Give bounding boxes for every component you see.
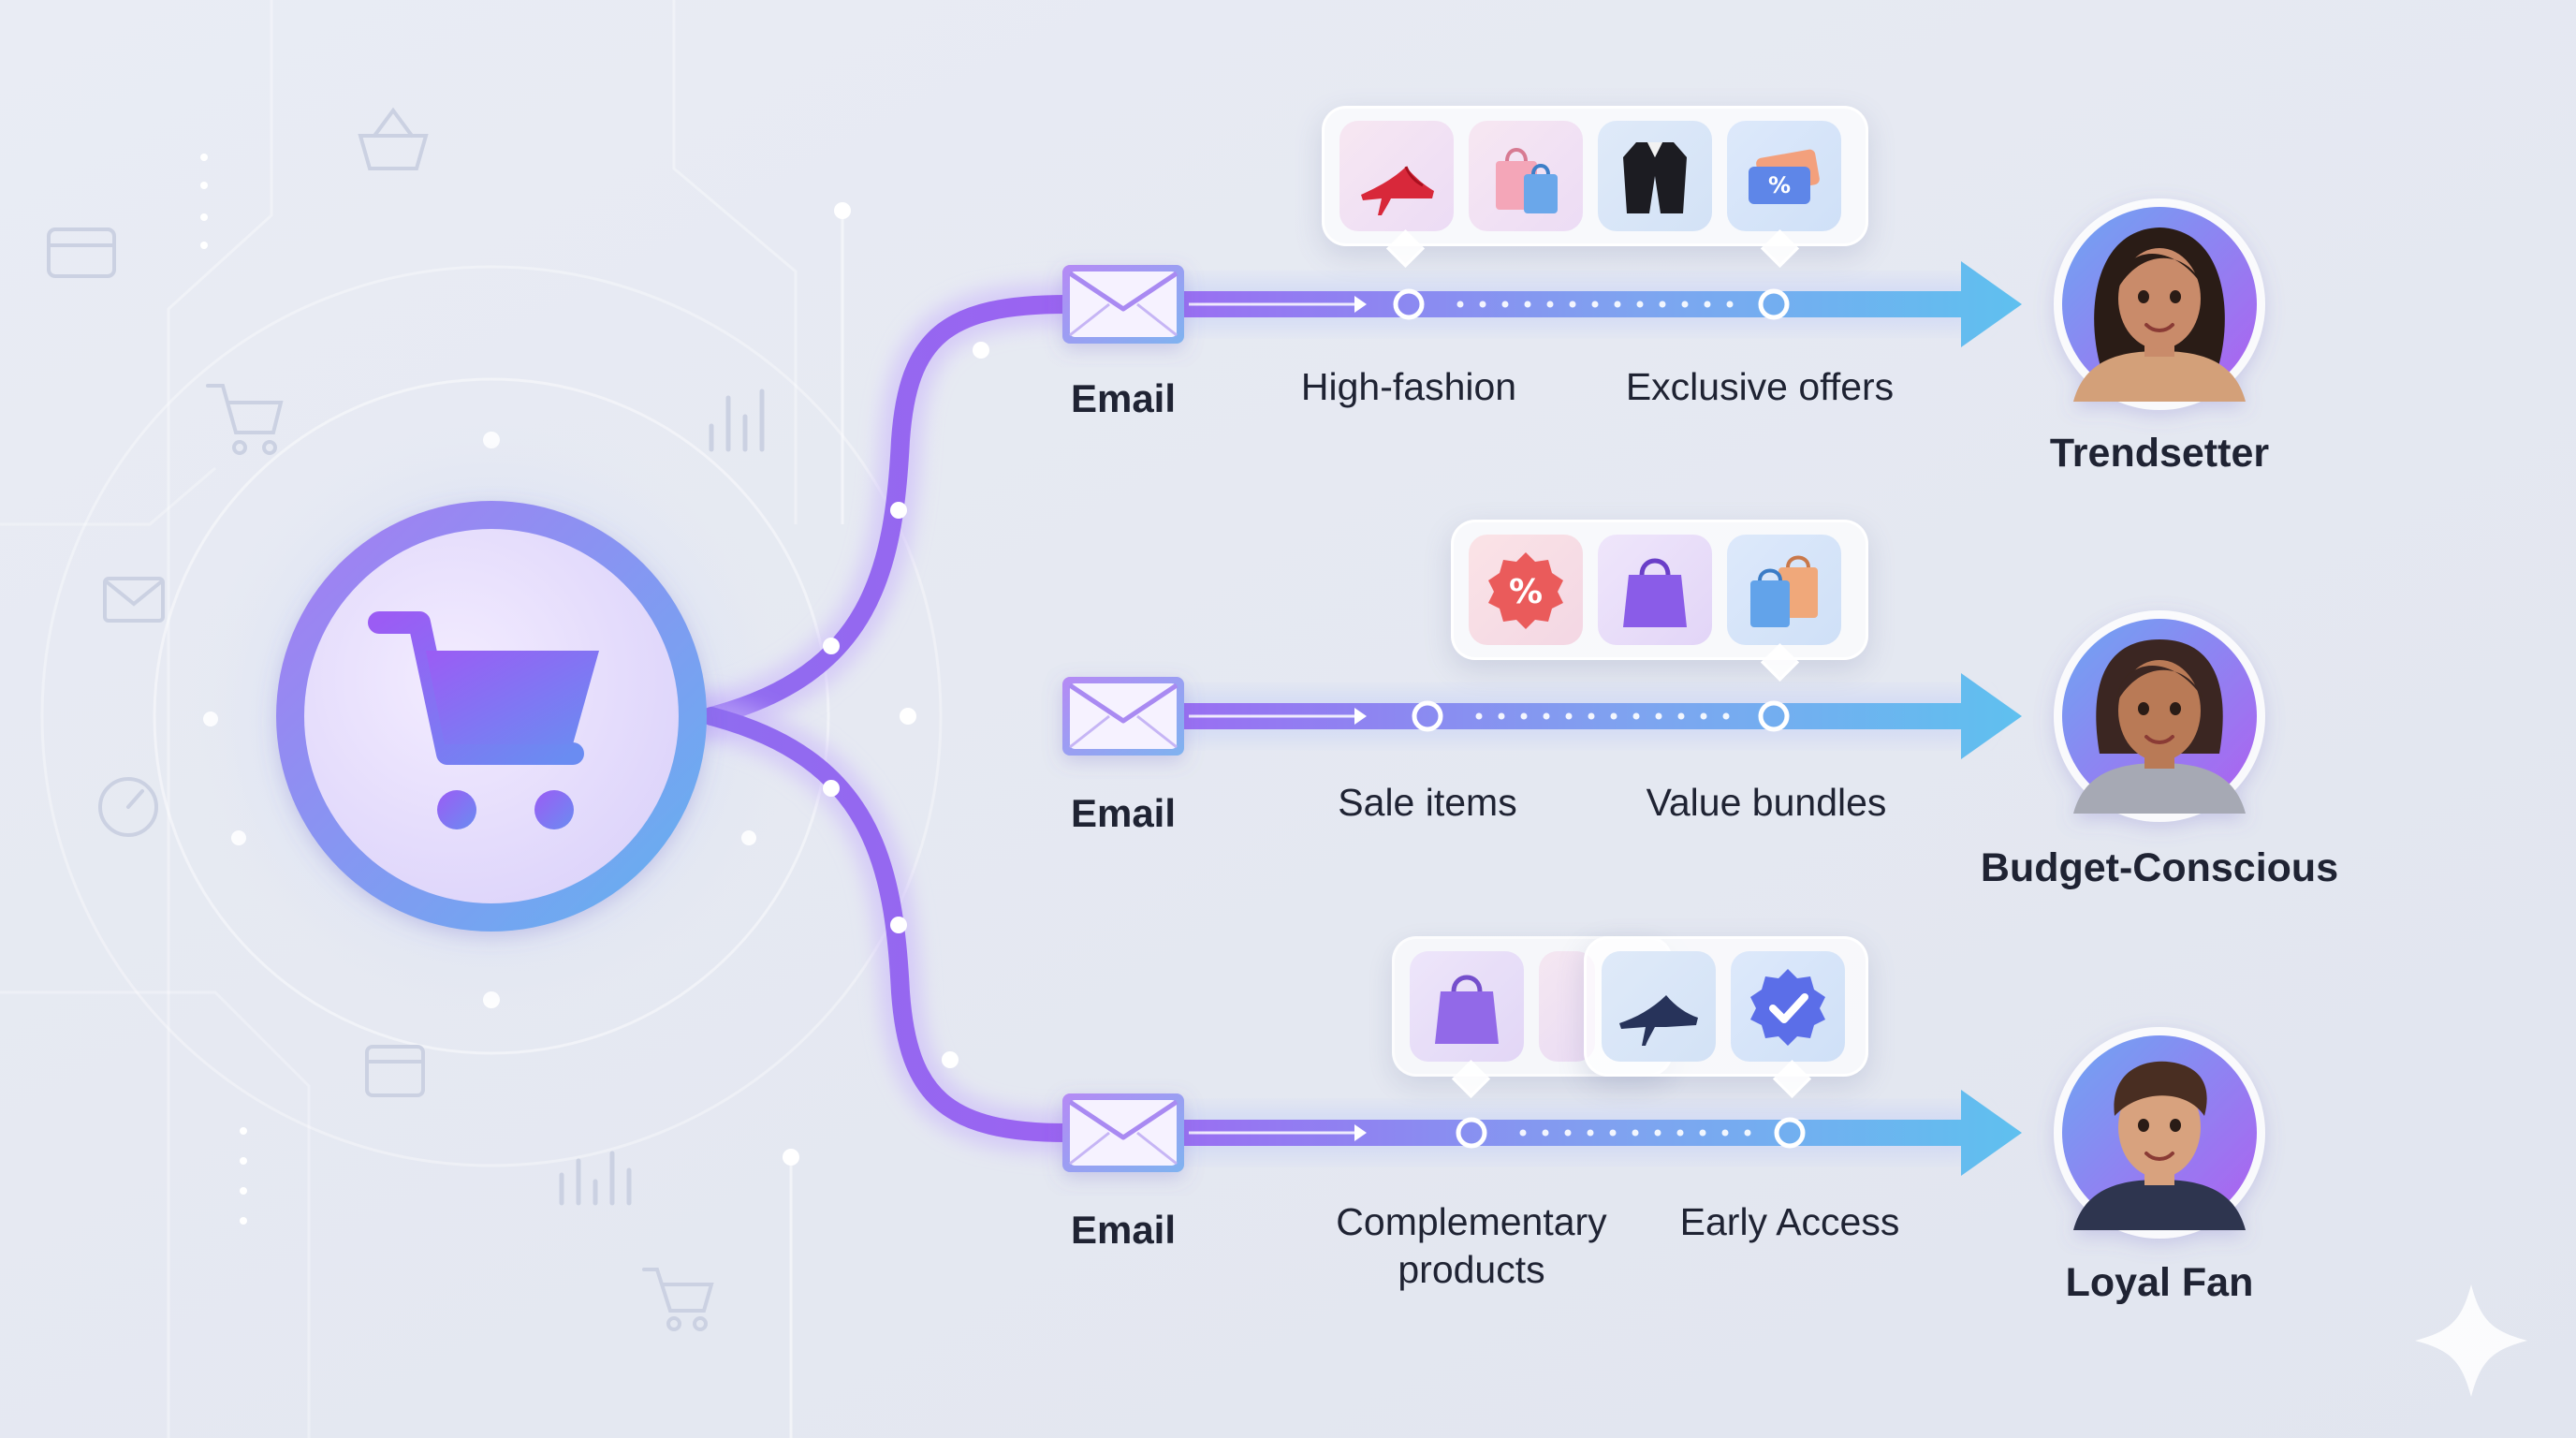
persona-avatars [2054, 198, 2265, 1239]
high-heel-icon [1361, 166, 1434, 215]
product-card[interactable]: % [1727, 121, 1841, 231]
shopping-bag-icon [1435, 975, 1499, 1044]
svg-text:%: % [1509, 573, 1543, 611]
calendar-icon [365, 1045, 425, 1097]
bar-chart-icon [559, 389, 765, 1206]
flow-arrows [1161, 261, 2022, 1176]
basket-icon [358, 107, 429, 170]
shopping-bags-icon [1496, 148, 1558, 213]
stage-label: Sale items [1338, 781, 1517, 824]
stage-node [1412, 700, 1443, 732]
envelope-icon [103, 577, 165, 623]
shopping-bag-icon [1623, 558, 1687, 627]
arrow-shaft [1170, 673, 2022, 759]
product-cards-trendsetter: % [1322, 106, 1868, 246]
product-card[interactable] [1727, 535, 1841, 645]
flow-arrow [1161, 673, 2022, 759]
persona-label: Trendsetter [2049, 431, 2270, 476]
email-envelope-icon [1062, 677, 1184, 756]
shopping-cart-icon [368, 611, 599, 829]
product-card[interactable] [1410, 951, 1524, 1062]
stiletto-icon [1619, 995, 1698, 1046]
credit-card-icon [47, 227, 116, 278]
product-card[interactable] [1602, 951, 1716, 1062]
connector-dots [823, 342, 989, 1068]
stage-label: Exclusive offers [1625, 365, 1895, 408]
branch-connectors [690, 283, 1089, 1154]
shopping-bags-icon [1750, 555, 1818, 627]
email-label: Email [1070, 1208, 1177, 1252]
cart-icon [206, 384, 284, 455]
svg-text:%: % [1768, 172, 1791, 198]
product-cards-loyal [1584, 936, 1868, 1077]
gauge-icon [98, 777, 158, 837]
email-label: Email [1070, 376, 1177, 420]
stage-node [1456, 1117, 1487, 1149]
product-card[interactable] [1598, 121, 1712, 231]
blazer-icon [1623, 142, 1687, 213]
email-nodes [1062, 265, 1184, 1172]
flow-arrow [1161, 1090, 2022, 1176]
branch-curve-1 [702, 295, 1076, 726]
cart-icon [642, 1268, 714, 1331]
email-envelope-icon [1062, 1093, 1184, 1172]
arrow-shaft [1170, 1090, 2022, 1176]
product-card[interactable] [1731, 951, 1845, 1062]
stage-node [1758, 288, 1790, 320]
stage-label: Early Access [1679, 1200, 1900, 1243]
product-card[interactable] [1339, 121, 1454, 231]
flow-arrow [1161, 261, 2022, 347]
branch-curve-3 [702, 707, 1076, 1142]
stage-node [1393, 288, 1425, 320]
background-decor [0, 0, 943, 1438]
stage-label: High-fashion [1300, 365, 1517, 408]
email-envelope-icon [1062, 265, 1184, 344]
product-card[interactable]: % [1469, 535, 1583, 645]
stage-node [1774, 1117, 1806, 1149]
percent-badge-icon: % [1488, 552, 1563, 629]
persona-label: Loyal Fan [2065, 1260, 2254, 1305]
verified-badge-icon [1750, 969, 1825, 1046]
persona-avatar [2054, 610, 2265, 822]
persona-avatar [2054, 198, 2265, 410]
persona-label: Budget-Conscious [1980, 845, 2339, 890]
product-card[interactable] [1469, 121, 1583, 231]
coupon-ticket-icon: % [1749, 149, 1820, 204]
product-card[interactable] [1598, 535, 1712, 645]
persona-avatar [2054, 1027, 2265, 1239]
sparkle-icon [2415, 1284, 2527, 1397]
email-label: Email [1070, 791, 1177, 835]
stage-label: Complementary products [1336, 1200, 1607, 1292]
stage-node [1758, 700, 1790, 732]
product-cards-budget: % [1451, 520, 1868, 660]
stage-label: Value bundles [1646, 781, 1887, 824]
